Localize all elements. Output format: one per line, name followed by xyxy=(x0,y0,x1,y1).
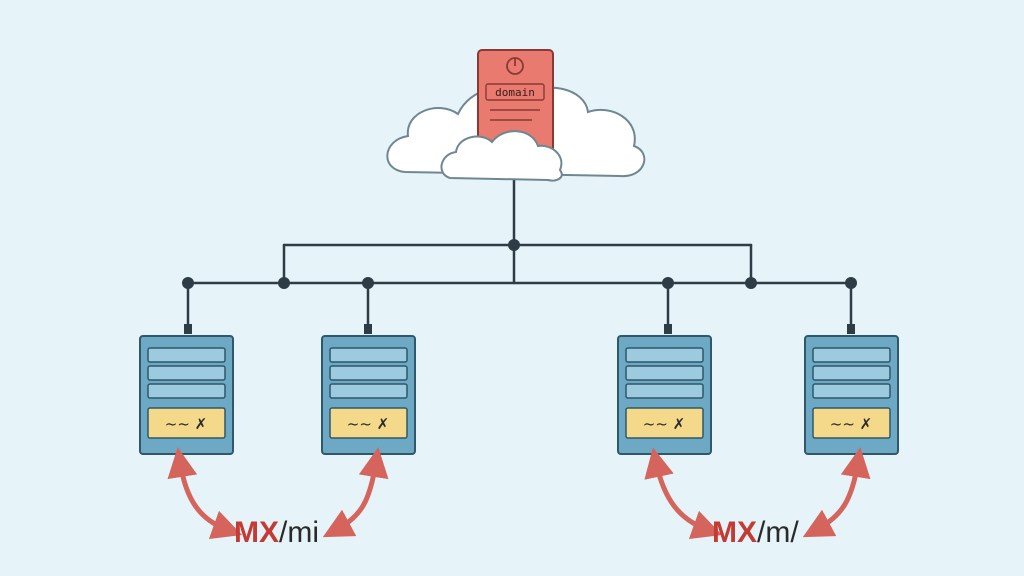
server-slot xyxy=(329,365,408,381)
mx-label-strong: MX xyxy=(234,516,279,549)
server-slot xyxy=(329,383,408,399)
domain-label-box xyxy=(485,83,545,101)
junction-dots xyxy=(182,239,857,334)
connector-stub xyxy=(664,324,672,334)
status-panel-text: ~~ ✗ xyxy=(643,415,685,433)
junction-dot xyxy=(845,277,857,289)
connector-stub xyxy=(364,324,372,334)
domain-server: domain xyxy=(477,49,554,163)
status-panel-text: ~~ ✗ xyxy=(165,415,207,433)
status-panel xyxy=(625,407,704,439)
server-slot xyxy=(147,383,226,399)
curved-arrow-1 xyxy=(167,447,243,540)
junction-dot xyxy=(745,277,757,289)
curved-arrow-3 xyxy=(644,447,723,540)
connection-lines xyxy=(186,176,853,332)
junction-dot xyxy=(662,277,674,289)
junction-dot xyxy=(278,277,290,289)
server-slot xyxy=(329,347,408,363)
status-panel-text: ~~ ✗ xyxy=(830,415,872,433)
mail-server-2: ~~ ✗ xyxy=(321,335,416,455)
mx-arrows xyxy=(167,447,871,540)
power-icon xyxy=(506,57,524,75)
domain-label: domain xyxy=(495,86,535,99)
junction-dot xyxy=(182,277,194,289)
server-slot xyxy=(147,347,226,363)
mx-label-strong: MX xyxy=(712,516,757,549)
status-panel-text: ~~ ✗ xyxy=(347,415,389,433)
server-slot xyxy=(625,383,704,399)
mx-label-rest: /mi xyxy=(279,516,319,549)
curved-arrow-4 xyxy=(802,447,871,538)
mx-label-left: MX/mi xyxy=(234,516,319,550)
junction-dot xyxy=(508,239,520,251)
cloud-front xyxy=(440,130,563,182)
status-panel xyxy=(329,407,408,439)
server-slot xyxy=(812,347,891,363)
mail-server-1: ~~ ✗ xyxy=(139,335,234,455)
status-panel xyxy=(812,407,891,439)
cloud-front-shape xyxy=(440,130,563,182)
mx-label-right: MX/m/ xyxy=(712,516,799,550)
mail-server-4: ~~ ✗ xyxy=(804,335,899,455)
server-slot xyxy=(625,365,704,381)
status-panel xyxy=(147,407,226,439)
mail-server-3: ~~ ✗ xyxy=(617,335,712,455)
server-slot xyxy=(147,365,226,381)
junction-dot xyxy=(362,277,374,289)
server-slot xyxy=(812,383,891,399)
server-slot xyxy=(812,365,891,381)
mx-label-rest: /m/ xyxy=(757,516,799,549)
curved-arrow-2 xyxy=(322,447,389,538)
server-slot xyxy=(625,347,704,363)
connector-stub xyxy=(184,324,192,334)
connector-stub xyxy=(847,324,855,334)
